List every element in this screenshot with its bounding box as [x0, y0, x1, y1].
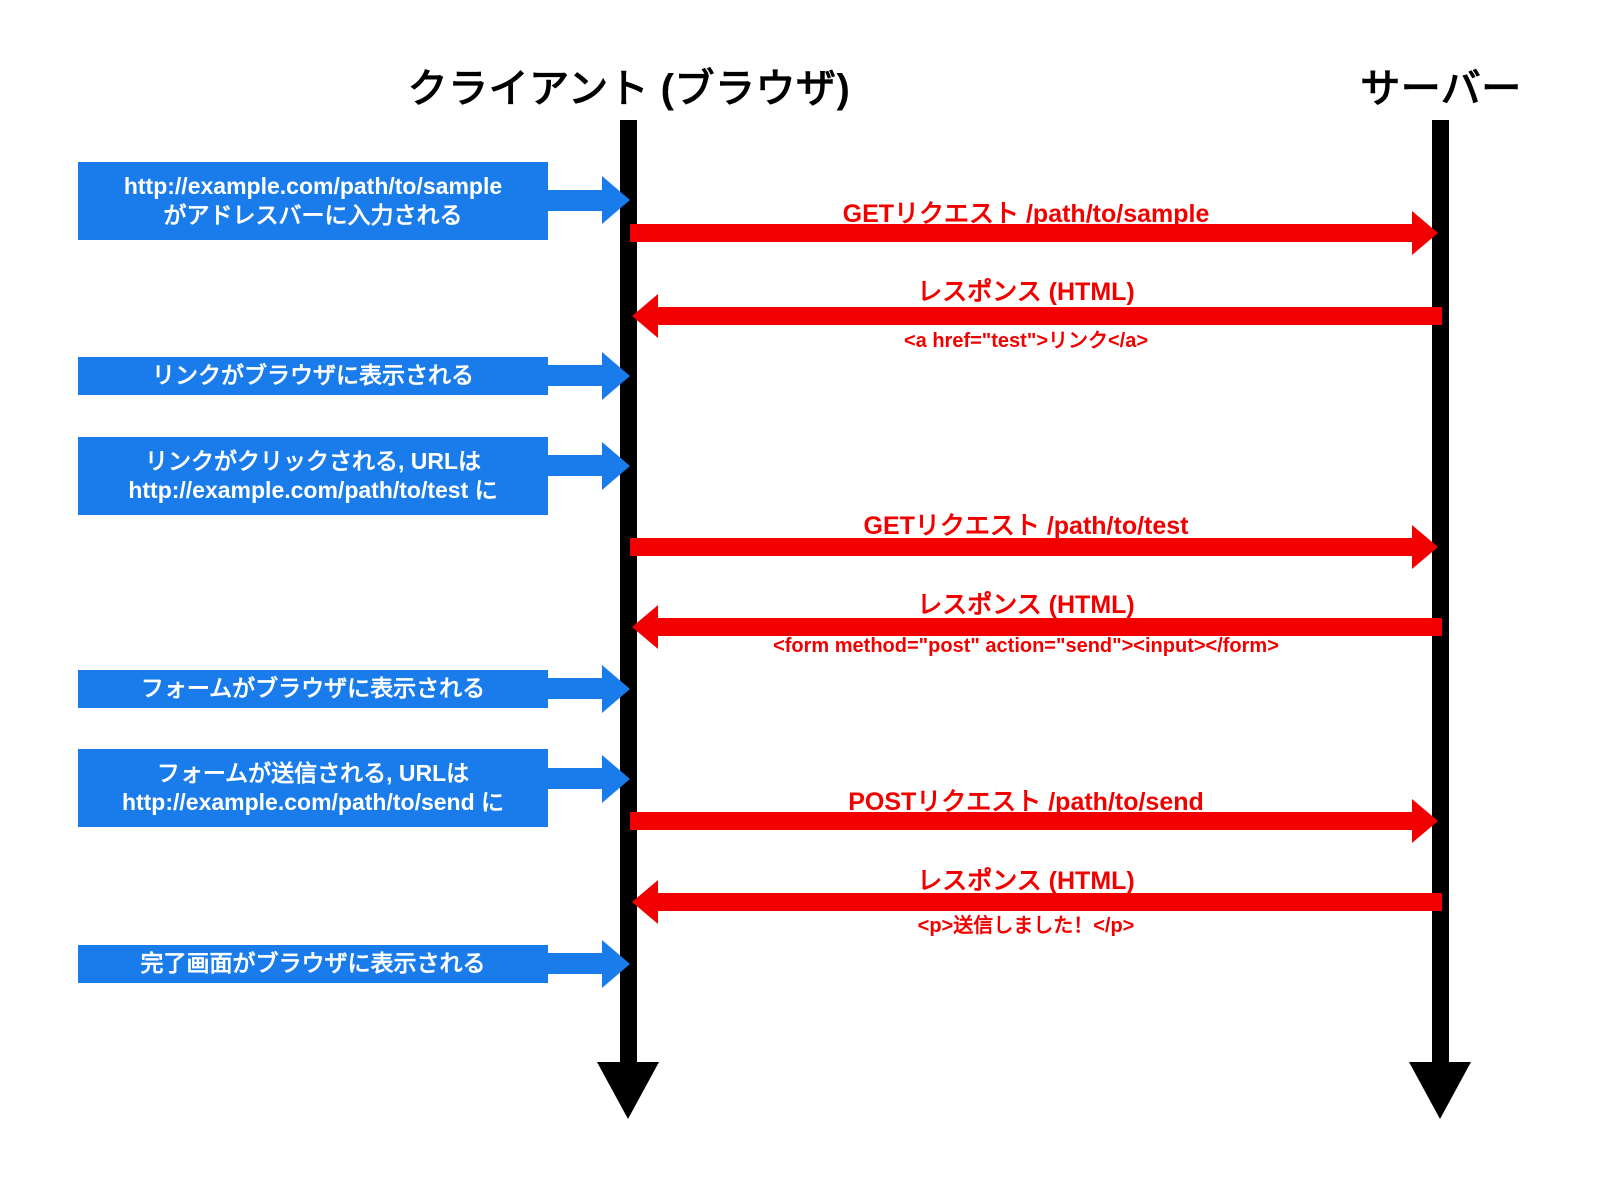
message-arrowhead-2-icon	[632, 294, 658, 338]
note-arrow-shaft-6	[548, 953, 610, 974]
message-shaft-1	[630, 224, 1420, 242]
note-arrow-shaft-4	[548, 678, 610, 699]
message-arrowhead-4-icon	[632, 605, 658, 649]
note-box-2: リンクがブラウザに表示される	[78, 357, 548, 395]
note-line: フォームがブラウザに表示される	[140, 675, 486, 702]
note-arrow-head-3-icon	[602, 442, 630, 490]
lifeline-server	[1432, 120, 1449, 1065]
note-line: http://example.com/path/to/sample	[123, 172, 503, 199]
message-arrowhead-3-icon	[1412, 525, 1438, 569]
actor-label-client: クライアント (ブラウザ)	[407, 67, 851, 111]
message-shaft-5	[630, 812, 1420, 830]
note-line: がアドレスバーに入力される	[163, 202, 463, 228]
note-line: 完了画面がブラウザに表示される	[140, 950, 486, 977]
note-box-1: http://example.com/path/to/sample がアドレスバ…	[78, 162, 548, 240]
note-box-4: フォームがブラウザに表示される	[78, 670, 548, 708]
note-arrow-head-6-icon	[602, 940, 630, 988]
note-arrow-head-2-icon	[602, 352, 630, 400]
message-shaft-4	[652, 618, 1442, 636]
message-payload-4: <form method="post" action="send"><input…	[773, 635, 1279, 657]
note-arrow-head-1-icon	[602, 176, 630, 224]
message-arrowhead-6-icon	[632, 880, 658, 924]
note-line: http://example.com/path/to/test に	[128, 477, 498, 503]
message-payload-6: <p>送信しました！</p>	[917, 915, 1135, 937]
message-payload-2: <a href="test">リンク</a>	[903, 330, 1149, 352]
note-arrow-shaft-1	[548, 190, 610, 211]
message-label-4: レスポンス (HTML)	[917, 591, 1135, 619]
message-shaft-3	[630, 538, 1420, 556]
note-line: フォームが送信される, URLは	[156, 759, 470, 786]
note-box-5: フォームが送信される, URLは http://example.com/path…	[78, 749, 548, 827]
note-arrow-shaft-2	[548, 365, 610, 386]
message-arrowhead-1-icon	[1412, 211, 1438, 255]
note-arrow-shaft-5	[548, 768, 610, 789]
note-box-3: リンクがクリックされる, URLは http://example.com/pat…	[78, 437, 548, 515]
message-label-3: GETリクエスト /path/to/test	[863, 512, 1189, 540]
note-line: リンクがクリックされる, URLは	[144, 447, 482, 474]
note-line: http://example.com/path/to/send に	[121, 789, 505, 815]
actor-label-server: サーバー	[1360, 67, 1522, 111]
message-arrowhead-5-icon	[1412, 799, 1438, 843]
message-shaft-2	[652, 307, 1442, 325]
message-label-6: レスポンス (HTML)	[917, 867, 1135, 895]
note-arrow-shaft-3	[548, 455, 610, 476]
note-box-6: 完了画面がブラウザに表示される	[78, 945, 548, 983]
note-arrow-head-5-icon	[602, 755, 630, 803]
note-arrow-head-4-icon	[602, 665, 630, 713]
message-label-1: GETリクエスト /path/to/sample	[842, 200, 1210, 228]
lifeline-client-arrowhead-icon	[597, 1062, 659, 1119]
message-shaft-6	[652, 893, 1442, 911]
message-label-5: POSTリクエスト /path/to/send	[848, 788, 1204, 816]
note-line: リンクがブラウザに表示される	[152, 362, 474, 389]
message-label-2: レスポンス (HTML)	[917, 278, 1135, 306]
lifeline-server-arrowhead-icon	[1409, 1062, 1471, 1119]
